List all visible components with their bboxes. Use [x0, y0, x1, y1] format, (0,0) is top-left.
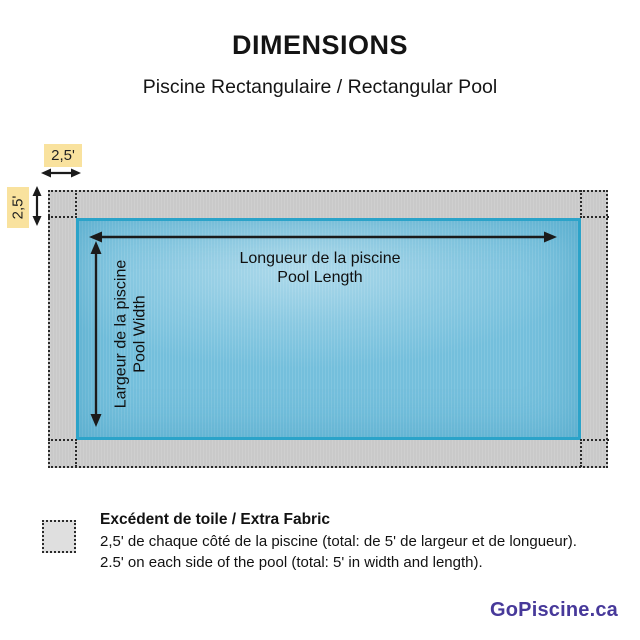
pool-width-arrow-icon	[90, 241, 102, 427]
pool-length-label: Longueur de la piscine Pool Length	[170, 249, 470, 287]
corner-mark	[580, 190, 582, 218]
legend-heading: Excédent de toile / Extra Fabric	[100, 511, 330, 528]
corner-mark	[48, 216, 77, 218]
left-margin-label: 2,5'	[7, 187, 29, 228]
corner-mark	[75, 439, 77, 467]
page-title: DIMENSIONS	[231, 30, 409, 60]
left-margin-label-text: 2,5'	[9, 195, 27, 220]
pool-width-label-en: Pool Width	[131, 295, 149, 373]
left-margin-arrow-icon	[32, 186, 42, 226]
top-margin-label: 2,5'	[44, 144, 82, 167]
corner-mark	[580, 216, 609, 218]
pool-area	[76, 218, 581, 440]
legend-line-en: 2.5' on each side of the pool (total: 5'…	[100, 554, 483, 571]
gopiscine-logo: GoPiscine.ca	[489, 599, 618, 621]
corner-mark	[580, 439, 609, 441]
corner-mark	[48, 439, 77, 441]
pool-width-label-fr: Largeur de la piscine	[112, 259, 130, 409]
top-margin-arrow-icon	[41, 168, 81, 178]
legend-line-fr: 2,5' de chaque côté de la piscine (total…	[100, 532, 577, 550]
corner-mark	[75, 190, 77, 218]
pool-length-label-en: Pool Length	[277, 269, 363, 286]
extra-fabric-swatch	[42, 520, 76, 553]
page-subtitle: Piscine Rectangulaire / Rectangular Pool	[142, 76, 498, 98]
pool-length-arrow-icon	[89, 231, 557, 243]
pool-length-label-fr: Longueur de la piscine	[239, 250, 401, 267]
corner-mark	[580, 439, 582, 467]
top-margin-label-text: 2,5'	[51, 147, 75, 164]
legend: Excédent de toile / Extra Fabric 2,5' de…	[100, 509, 620, 574]
pool-width-label: Largeur de la piscine Pool Width	[106, 243, 154, 425]
